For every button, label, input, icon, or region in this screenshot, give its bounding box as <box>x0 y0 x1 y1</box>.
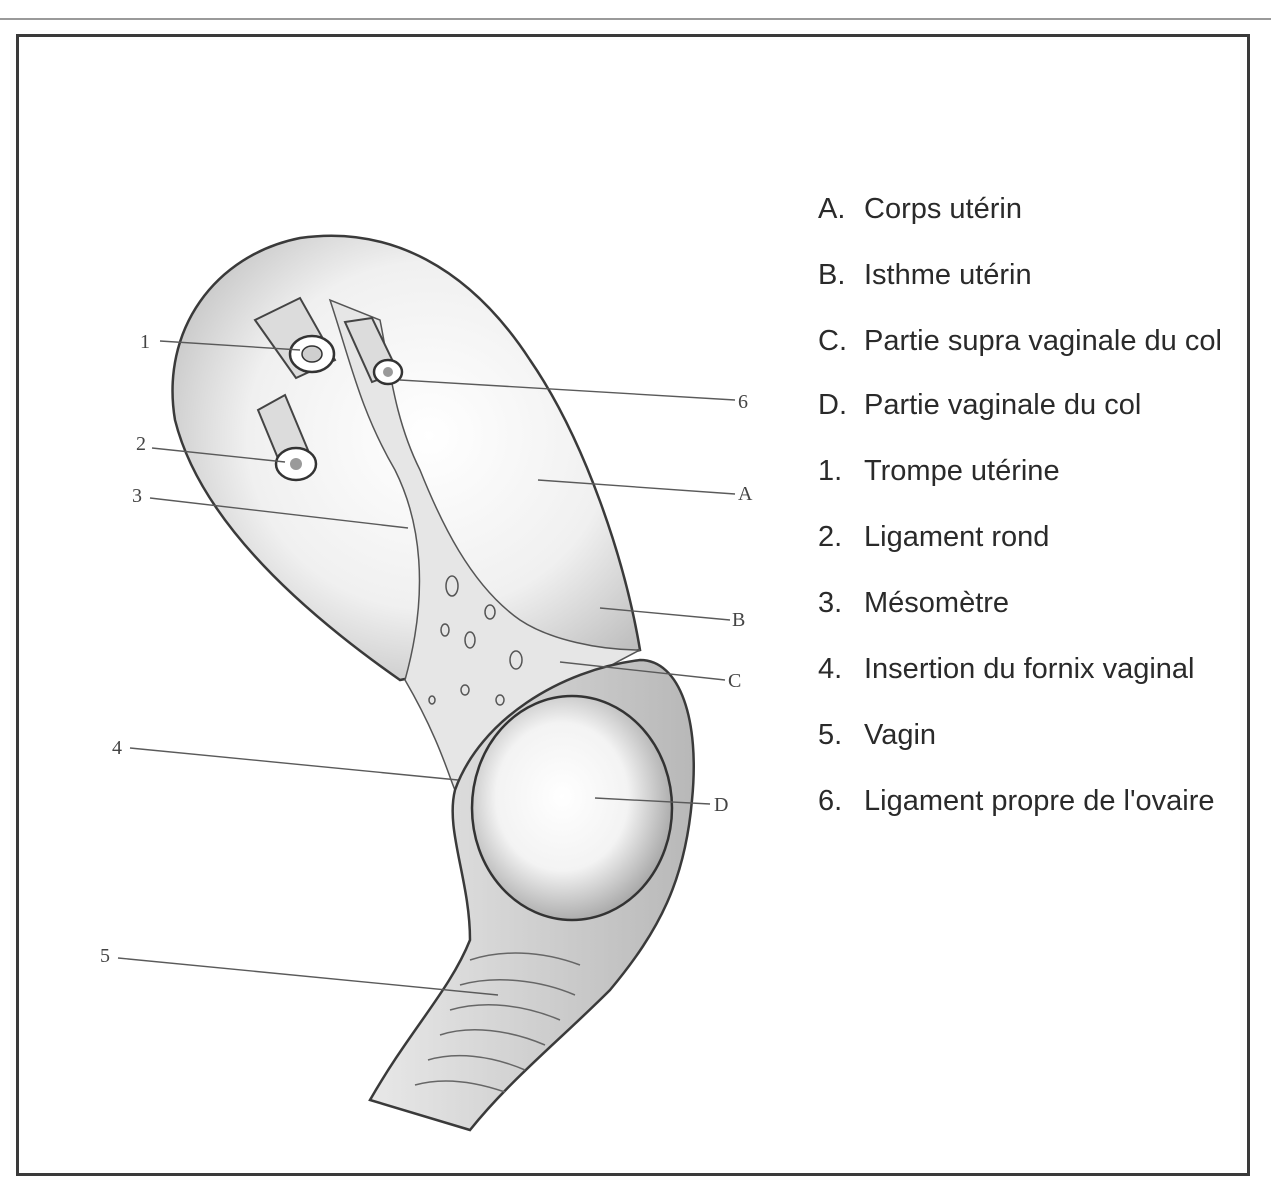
callout-2: 2 <box>136 433 146 455</box>
callout-a: A <box>738 483 753 505</box>
legend-key: B. <box>818 258 864 292</box>
legend-item: A.Corps utérin <box>818 192 1258 226</box>
legend-key: C. <box>818 324 864 358</box>
legend-text: Partie supra vaginale du col <box>864 324 1258 358</box>
callout-3: 3 <box>132 485 142 507</box>
legend-key: D. <box>818 388 864 422</box>
callout-b: B <box>732 609 745 631</box>
legend-text: Ligament rond <box>864 520 1258 554</box>
legend-key: 2. <box>818 520 864 554</box>
callout-1: 1 <box>140 331 150 353</box>
legend-key: A. <box>818 192 864 226</box>
legend-text: Vagin <box>864 718 1258 752</box>
legend: A.Corps utérin B.Isthme utérin C.Partie … <box>818 192 1258 848</box>
legend-text: Insertion du fornix vaginal <box>864 652 1258 686</box>
callout-d: D <box>714 794 728 816</box>
legend-text: Partie vaginale du col <box>864 388 1258 422</box>
legend-item: D.Partie vaginale du col <box>818 388 1258 422</box>
legend-item: C.Partie supra vaginale du col <box>818 324 1258 358</box>
callout-c: C <box>728 670 741 692</box>
legend-key: 4. <box>818 652 864 686</box>
callout-6: 6 <box>738 391 748 413</box>
legend-text: Mésomètre <box>864 586 1258 620</box>
legend-key: 1. <box>818 454 864 488</box>
callout-4: 4 <box>112 737 122 759</box>
legend-item: B.Isthme utérin <box>818 258 1258 292</box>
legend-item: 5.Vagin <box>818 718 1258 752</box>
legend-item: 3.Mésomètre <box>818 586 1258 620</box>
legend-text: Ligament propre de l'ovaire <box>864 784 1258 818</box>
legend-text: Isthme utérin <box>864 258 1258 292</box>
legend-item: 1.Trompe utérine <box>818 454 1258 488</box>
legend-item: 2.Ligament rond <box>818 520 1258 554</box>
callout-5: 5 <box>100 945 110 967</box>
legend-item: 4.Insertion du fornix vaginal <box>818 652 1258 686</box>
legend-key: 3. <box>818 586 864 620</box>
legend-key: 5. <box>818 718 864 752</box>
legend-text: Trompe utérine <box>864 454 1258 488</box>
legend-key: 6. <box>818 784 864 818</box>
legend-item: 6.Ligament propre de l'ovaire <box>818 784 1258 818</box>
vaginal-cervix <box>472 696 672 920</box>
legend-text: Corps utérin <box>864 192 1258 226</box>
